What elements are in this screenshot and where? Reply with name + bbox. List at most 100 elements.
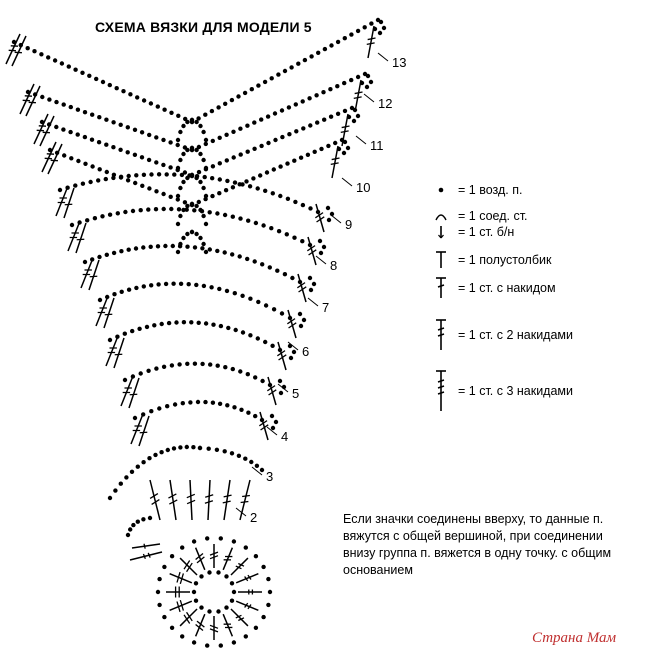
chain-dot: [296, 61, 301, 66]
stitch-mark: [222, 547, 234, 571]
chain-dot: [118, 174, 124, 179]
stitch-cross: [288, 322, 297, 329]
chain-dot: [176, 207, 182, 212]
chain-dot: [141, 517, 146, 522]
chain-dot: [196, 144, 202, 150]
chain-dot: [248, 333, 253, 338]
stitch-mark: [169, 600, 193, 612]
chain-dot: [203, 193, 209, 199]
chain-dot: [115, 211, 121, 216]
stitch-mark: [103, 297, 115, 329]
chain-dot: [242, 90, 248, 96]
chain-dot-icon: [430, 185, 452, 195]
chain-dot: [285, 196, 291, 201]
chain-dot: [159, 450, 164, 455]
chain-dot: [32, 49, 37, 54]
chain-dot: [214, 447, 220, 452]
chain-dot: [189, 229, 195, 235]
chain-dot: [75, 132, 80, 137]
stitch-cross: [222, 500, 231, 504]
stitch-mark: [128, 377, 140, 409]
chain-dot: [225, 178, 230, 184]
chain-dot: [82, 259, 88, 265]
chain-dot: [238, 126, 243, 131]
chain-dot: [61, 153, 67, 158]
stitch-mark: [138, 415, 150, 447]
stitch-cross: [242, 494, 250, 498]
chain-dot: [224, 574, 229, 579]
chain-dot: [147, 515, 153, 521]
chain-dot: [203, 249, 209, 255]
chain-dot: [189, 201, 195, 207]
stitch-cross: [266, 385, 276, 392]
chain-dot: [246, 410, 251, 415]
chain-dot: [130, 328, 135, 334]
chain-dot: [203, 112, 208, 117]
chain-dot: [201, 241, 206, 247]
chain-dot: [148, 244, 153, 249]
stitch-cross: [278, 354, 287, 361]
stitch-cross: [247, 574, 252, 580]
chain-dot: [175, 165, 181, 171]
row-number: 12: [378, 96, 392, 111]
stitch-cross: [258, 420, 268, 427]
chain-dot: [123, 209, 128, 215]
stitch-mark: [63, 187, 75, 219]
chain-dot: [147, 132, 152, 138]
stitch-cross: [195, 552, 204, 561]
chain-dot: [107, 212, 113, 217]
chain-dot: [124, 475, 129, 480]
chain-dot: [185, 361, 190, 366]
stitch-mark: [367, 25, 375, 59]
stitch-cross: [316, 216, 325, 223]
chain-dot: [222, 449, 227, 454]
stitch-cross: [169, 499, 178, 505]
legend-item-double-treble: = 1 ст. с 3 накидами: [430, 370, 573, 411]
stitch-mark: [194, 547, 206, 571]
chain-dot: [269, 226, 274, 231]
stitch-cross: [143, 543, 146, 549]
chain-dot: [171, 446, 177, 451]
chain-dot: [252, 146, 257, 151]
chain-dot: [349, 77, 354, 83]
chain-dot: [126, 247, 131, 252]
stitch-mark: [331, 145, 339, 179]
chain-dot: [172, 402, 178, 407]
chain-dot: [231, 589, 237, 595]
stitch-mark: [75, 222, 87, 254]
chain-dot: [155, 244, 161, 249]
row-number: 6: [302, 344, 309, 359]
chain-dot: [191, 640, 197, 645]
chain-dot: [96, 178, 101, 183]
stitch-cross: [240, 500, 249, 504]
chain-dot: [203, 399, 208, 405]
chain-dot: [178, 185, 183, 191]
chain-dot: [217, 191, 222, 196]
chain-dot: [178, 129, 183, 135]
chain-dot: [139, 130, 145, 135]
chain-dot: [182, 170, 188, 175]
chain-dot: [141, 284, 146, 289]
chain-dot: [210, 176, 215, 181]
chain-dot: [231, 640, 237, 645]
chain-dot: [211, 322, 216, 327]
row-pointer: [307, 297, 319, 307]
stitch-cross: [209, 555, 219, 560]
chain-dot: [267, 589, 273, 595]
stitch-cross: [186, 499, 196, 505]
chain-dot: [100, 79, 106, 85]
chain-dot: [191, 539, 197, 544]
chain-dot: [372, 26, 378, 32]
stitch-mark: [169, 479, 177, 521]
stitch-mark: [129, 551, 163, 561]
chain-dot: [162, 564, 167, 570]
chain-dot: [326, 217, 332, 223]
chain-dot: [112, 292, 117, 297]
chain-dot: [188, 400, 193, 405]
chain-dot: [253, 554, 259, 559]
chain-dot: [162, 107, 167, 112]
chain-dot: [282, 68, 288, 74]
chain-dot: [194, 231, 199, 237]
chain-dot: [163, 281, 169, 287]
double-treble-crochet-icon: [430, 369, 452, 413]
